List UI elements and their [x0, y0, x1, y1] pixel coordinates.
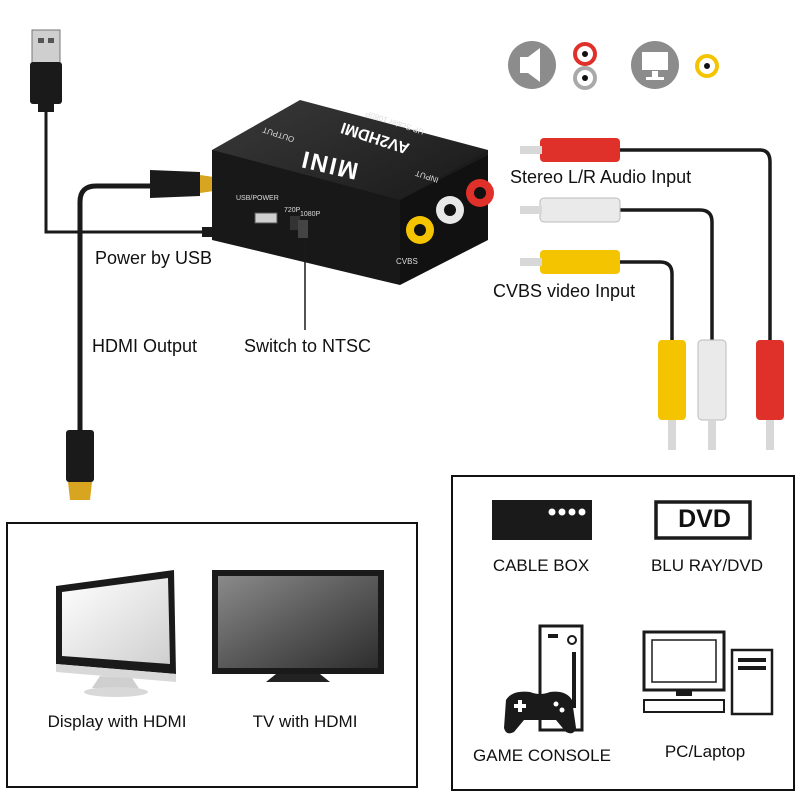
usb-cable [30, 29, 218, 237]
device-usb-power-label: USB/POWER [236, 195, 279, 202]
display-hdmi-label: Display with HDMI [47, 712, 187, 731]
audio-jack-red-icon [573, 42, 597, 66]
device-1080p-label: 1080P [300, 211, 321, 218]
tv-hdmi-label: TV with HDMI [252, 712, 358, 731]
hdmi-output-label: HDMI Output [92, 336, 198, 356]
game-console-label: GAME CONSOLE [473, 746, 611, 765]
audio-jack-white-icon [573, 66, 597, 90]
output-devices-panel [6, 522, 418, 788]
hdmi-cable [66, 170, 214, 500]
speaker-icon [508, 41, 556, 89]
stereo-audio-label: Stereo L/R Audio Input [510, 167, 692, 187]
device-720p-label: 720P [284, 207, 301, 214]
blu-ray-dvd-label: BLU RAY/DVD [650, 556, 764, 575]
pc-laptop-label: PC/Laptop [664, 742, 746, 761]
video-jack-yellow-icon [695, 54, 719, 78]
power-usb-label: Power by USB [95, 248, 213, 268]
monitor-icon [631, 41, 679, 89]
dvd-badge-text: DVD [678, 505, 731, 533]
rca-cables [520, 138, 784, 450]
device-cvbs-label: CVBS [396, 257, 418, 266]
av2hdmi-device [212, 100, 494, 285]
cable-box-label: CABLE BOX [492, 556, 590, 575]
switch-ntsc-label: Switch to NTSC [244, 336, 372, 356]
cvbs-video-label: CVBS video Input [493, 281, 636, 301]
